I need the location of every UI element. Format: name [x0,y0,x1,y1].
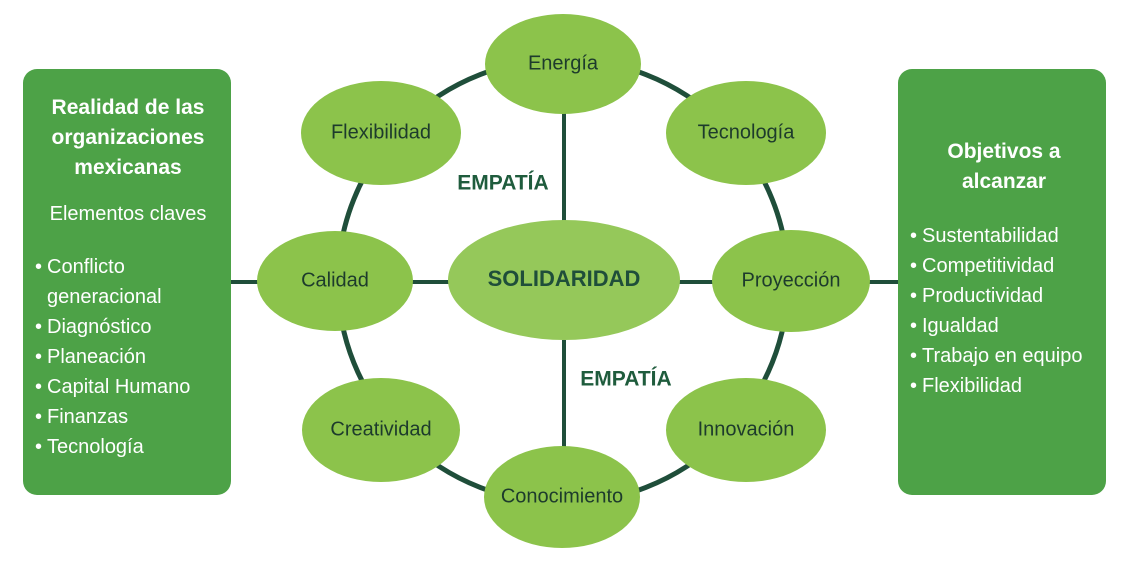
node-flexibilidad [301,81,461,185]
node-conocimiento [484,446,640,548]
node-proyeccion-label: Proyección [742,269,841,291]
left-panel-subtitle: Elementos claves [49,203,207,225]
list-item: Capital Humano [35,372,221,402]
list-item: Conflicto generacional [35,252,221,312]
list-item: Diagnóstico [35,312,221,342]
node-flexibilidad-label: Flexibilidad [331,121,431,143]
list-item: Sustentabilidad [910,221,1098,251]
node-calidad-label: Calidad [301,269,369,291]
list-item: Trabajo en equipo [910,341,1098,371]
left-panel-list: Conflicto generacional Diagnóstico Plane… [35,252,221,462]
node-creatividad-label: Creatividad [330,418,431,440]
right-panel-title: Objetivos a alcanzar [947,140,1061,193]
left-panel: Realidad de las organizaciones mexicanas… [23,69,231,495]
list-item: Igualdad [910,311,1098,341]
right-panel-list: Sustentabilidad Competitividad Productiv… [910,221,1098,401]
node-innovacion [666,378,826,482]
list-item: Finanzas [35,402,221,432]
list-item: Competitividad [910,251,1098,281]
left-panel-title: Realidad de las organizaciones mexicanas [51,96,205,179]
node-calidad [257,231,413,331]
center-label: SOLIDARIDAD [488,266,641,291]
list-item: Tecnología [35,432,221,462]
right-panel: Objetivos a alcanzar Sustentabilidad Com… [898,69,1106,495]
node-energia-label: Energía [528,52,599,74]
node-innovacion-label: Innovación [698,418,795,440]
list-item: Planeación [35,342,221,372]
empatia-label-lower: EMPATÍA [580,368,671,391]
node-conocimiento-label: Conocimiento [501,485,623,507]
node-energia [485,14,641,114]
list-item: Productividad [910,281,1098,311]
node-tecnologia-label: Tecnología [698,121,796,143]
node-proyeccion [712,230,870,332]
empatia-label-upper: EMPATÍA [457,172,548,195]
node-tecnologia [666,81,826,185]
node-creatividad [302,378,460,482]
center-node [448,220,680,340]
list-item: Flexibilidad [910,371,1098,401]
